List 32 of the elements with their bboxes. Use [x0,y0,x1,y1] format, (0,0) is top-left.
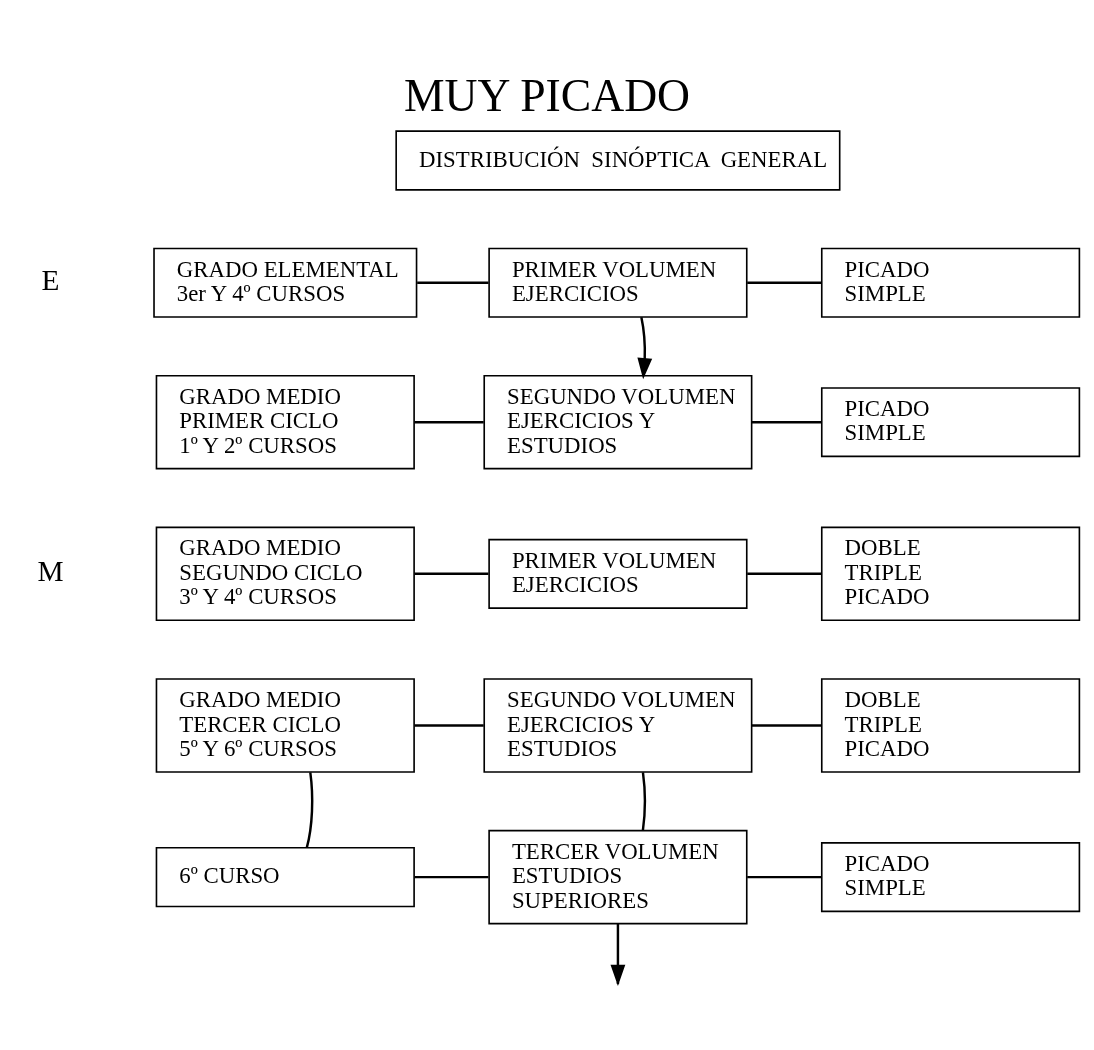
node-box: DISTRIBUCIÓN SINÓPTICA GENERAL [395,129,841,191]
node-box: GRADO ELEMENTAL 3er Y 4º CURSOS [153,247,418,318]
arrow [637,316,653,379]
diagram-title: MUY PICADO [403,69,691,121]
connector [747,572,822,575]
node-box: GRADO MEDIO PRIMER CICLO 1º Y 2º CURSOS [155,374,415,469]
node-box: PRIMER VOLUMEN EJERCICIOS [488,538,748,609]
connector [414,875,489,878]
node-box: SEGUNDO VOLUMEN EJERCICIOS Y ESTUDIOS [483,677,753,773]
node-box: PICADO SIMPLE [820,841,1081,912]
connector [751,723,822,727]
connector [747,875,822,878]
node-box: PICADO SIMPLE [820,247,1081,318]
node-box: PRIMER VOLUMEN EJERCICIOS [488,247,748,318]
node-box: 6º CURSO [155,846,415,907]
node-box: TERCER VOLUMEN ESTUDIOS SUPERIORES [488,829,748,924]
connector [414,723,484,727]
label: M [37,554,64,587]
connector [641,771,647,831]
node-box: PICADO SIMPLE [820,386,1081,457]
connector [414,572,489,575]
connector [751,420,822,423]
node-box: GRADO MEDIO TERCER CICLO 5º Y 6º CURSOS [155,677,415,773]
label: E [41,263,60,296]
node-box: SEGUNDO VOLUMEN EJERCICIOS Y ESTUDIOS [483,374,753,469]
connector [305,771,314,848]
connector [414,420,484,423]
node-box: DOBLE TRIPLE PICADO [820,677,1081,773]
connector [747,281,822,284]
node-box: GRADO MEDIO SEGUNDO CICLO 3º Y 4º CURSOS [155,526,415,621]
connector [417,281,489,284]
node-box: DOBLE TRIPLE PICADO [820,526,1081,621]
